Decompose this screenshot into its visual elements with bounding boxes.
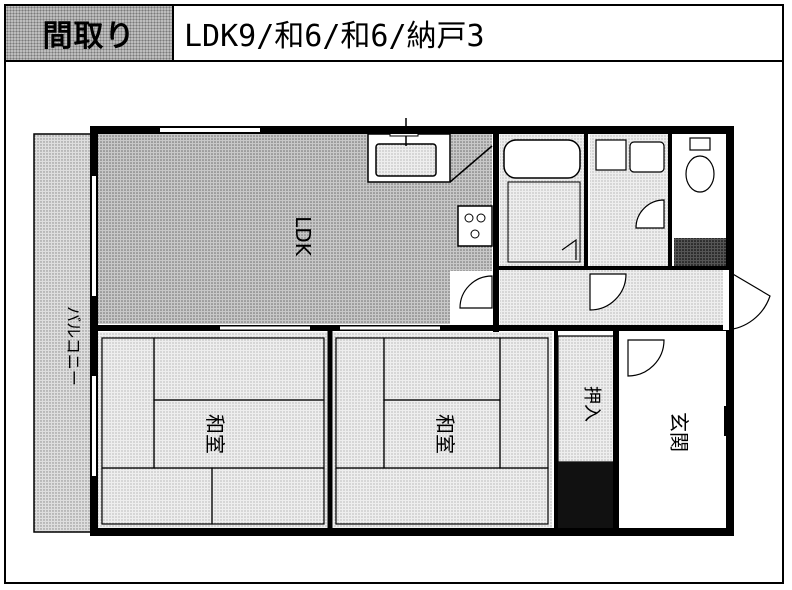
bathroom [500, 134, 586, 266]
hallway [500, 268, 771, 331]
entrance [618, 336, 728, 528]
closet-label: 押入 [581, 386, 602, 422]
balcony-label: バルコニー [64, 306, 83, 386]
balcony [33, 133, 93, 533]
washitsu-2-label: 和室 [433, 414, 457, 454]
floor-plan-diagram: LDK バルコニー 和室 和室 押入 玄関 [33, 118, 771, 536]
header-label: 間取り [6, 6, 174, 60]
floor-plan-frame: 間取り LDK9/和6/和6/納戸3 [4, 4, 784, 584]
ldk-label: LDK [291, 216, 315, 257]
washitsu-room-2 [332, 332, 552, 528]
washroom [590, 134, 670, 266]
header-bar: 間取り LDK9/和6/和6/納戸3 [6, 6, 782, 62]
entrance-label: 玄関 [667, 412, 691, 452]
washitsu-room-1 [98, 332, 328, 528]
walls [90, 126, 734, 536]
ldk-room [98, 118, 493, 324]
washitsu-1-label: 和室 [203, 414, 227, 454]
toilet [674, 134, 726, 266]
closet [557, 335, 615, 528]
layout-summary: LDK9/和6/和6/納戸3 [184, 19, 485, 54]
